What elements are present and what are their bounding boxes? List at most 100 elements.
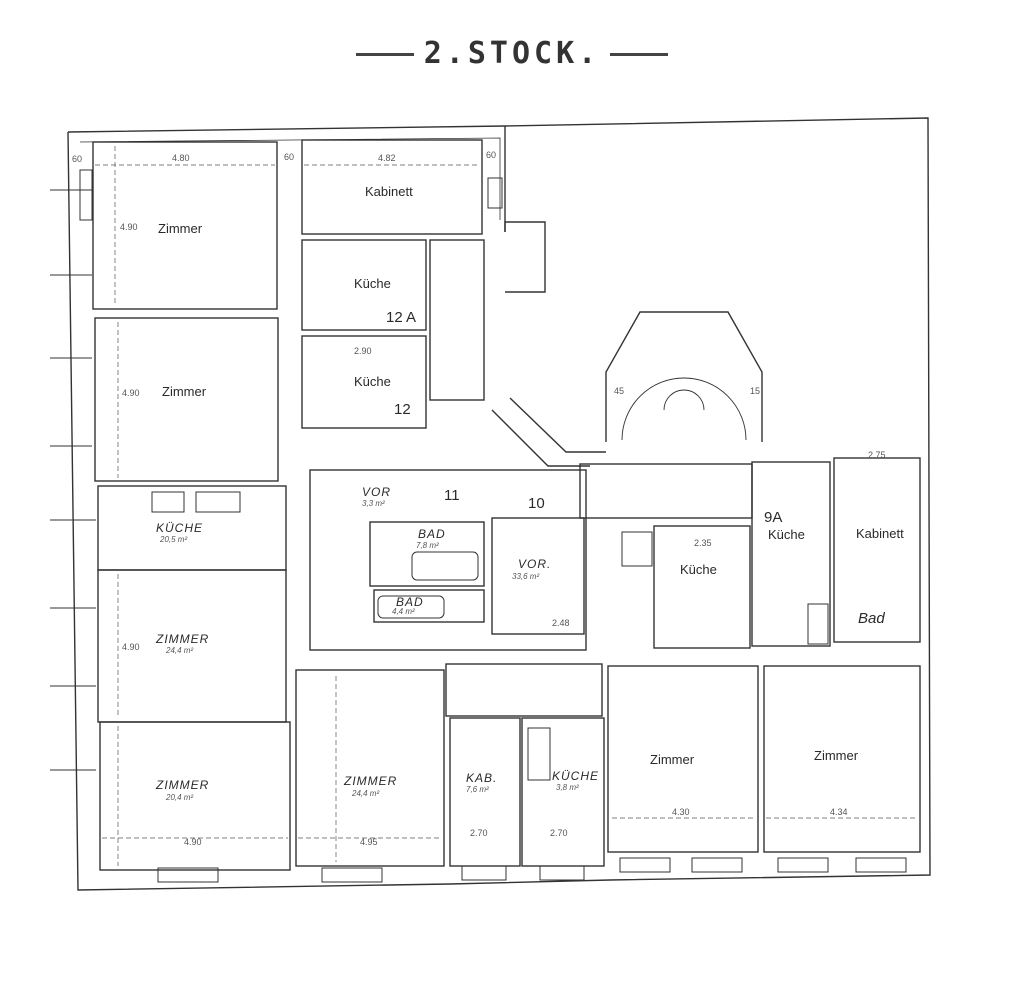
counter-icon xyxy=(807,603,829,645)
stair-arc xyxy=(621,377,747,441)
area-zimmer-s1: 24,4 m² xyxy=(351,789,379,798)
wall-kueche-12a xyxy=(301,239,427,331)
wall-kabinett-e xyxy=(833,457,921,643)
wall-diagonal-corridor-2 xyxy=(509,397,606,453)
wall-vor-b xyxy=(491,517,585,635)
room-label-bad-1: BAD xyxy=(418,527,446,541)
room-label-vor-b: VOR. xyxy=(518,557,551,571)
wall-stair-tower xyxy=(605,311,763,442)
wall-zimmer-w2 xyxy=(99,721,291,871)
room-label-zimmer-s2: Zimmer xyxy=(650,752,695,767)
wall-kueche-9a xyxy=(751,461,831,647)
wall-diagonal-corridor xyxy=(491,409,590,467)
wall-zimmer-s3 xyxy=(763,665,921,853)
title-rule-right xyxy=(610,53,669,56)
wall-kueche-12 xyxy=(301,335,427,429)
room-label-kueche-12: Küche xyxy=(354,374,391,389)
dim-482: 4.82 xyxy=(378,153,396,163)
area-vor-a: 3,3 m² xyxy=(362,499,385,508)
stove-icon xyxy=(151,491,185,513)
floor-title-text: 2.STOCK. xyxy=(423,36,601,71)
room-labels: Zimmer Kabinett Küche 12 A Zimmer Küche … xyxy=(155,184,904,802)
area-bad-2: 4,4 m² xyxy=(392,607,415,616)
wall-shaft xyxy=(429,239,485,401)
wall-bad-1 xyxy=(369,521,485,587)
room-label-vor-a: VOR xyxy=(362,485,391,499)
dim-270b: 2.70 xyxy=(550,828,568,838)
outer-wall xyxy=(67,117,931,891)
dim-235: 2.35 xyxy=(694,538,712,548)
dim-490b: 4.90 xyxy=(122,388,140,398)
stove-icon-2 xyxy=(195,491,241,513)
room-label-bad-e: Bad xyxy=(858,610,885,627)
room-label-kab-s: KAB. xyxy=(466,771,497,785)
wall-bad-2 xyxy=(373,589,485,623)
bathtub-icon-2 xyxy=(377,595,445,619)
dim-480: 4.80 xyxy=(172,153,190,163)
fixtures xyxy=(151,491,829,781)
stair-arc-inner xyxy=(663,389,705,411)
outer-wall-inner xyxy=(79,137,501,220)
room-label-zimmer-nw2: Zimmer xyxy=(162,384,207,399)
area-kab-s: 7,6 m² xyxy=(466,785,489,794)
stove-icon-3 xyxy=(621,531,653,567)
dim-60c: 60 xyxy=(486,150,496,160)
dim-490d: 4.90 xyxy=(184,837,202,847)
cabinet-icon xyxy=(527,727,551,781)
room-label-zimmer-w1: ZIMMER xyxy=(155,632,209,646)
wall-bay xyxy=(504,221,546,293)
wall-zimmer-nw2 xyxy=(94,317,279,482)
unit-label-9a: 9A xyxy=(764,509,782,526)
room-label-zimmer-w2: ZIMMER xyxy=(155,778,209,792)
room-label-bad-2: BAD xyxy=(396,595,424,609)
unit-label-12: 12 xyxy=(394,401,411,418)
unit-label-12a: 12 A xyxy=(386,309,416,326)
wall-zimmer-s1 xyxy=(295,669,445,867)
room-label-kueche-9a: Küche xyxy=(768,527,805,542)
wall-kueche-mid xyxy=(653,525,751,649)
area-vor-b: 33,6 m² xyxy=(512,572,539,581)
dim-490a: 4.90 xyxy=(120,222,138,232)
wall-mid-top xyxy=(579,463,753,519)
dim-490c: 4.90 xyxy=(122,642,140,652)
room-label-kabinett-n: Kabinett xyxy=(365,184,413,199)
area-zimmer-w2: 20,4 m² xyxy=(165,793,193,802)
dimension-lines xyxy=(95,146,918,866)
dim-430: 4.30 xyxy=(672,807,690,817)
unit-label-11: 11 xyxy=(444,487,460,504)
room-label-zimmer-s3: Zimmer xyxy=(814,748,859,763)
dim-15: 15 xyxy=(750,386,760,396)
wall-kueche-s xyxy=(521,717,605,867)
dim-275: 2.75 xyxy=(868,450,886,460)
area-kueche-w: 20,5 m² xyxy=(159,535,187,544)
title-rule-left xyxy=(355,53,414,56)
wall-zimmer-nw1 xyxy=(92,141,278,310)
wall-zimmer-s2 xyxy=(607,665,759,853)
dim-434: 4.34 xyxy=(830,807,848,817)
windows xyxy=(50,169,907,883)
bathtub-icon xyxy=(411,551,479,581)
area-zimmer-w1: 24,4 m² xyxy=(165,646,193,655)
room-label-kabinett-e: Kabinett xyxy=(856,526,904,541)
dim-60b: 60 xyxy=(284,152,294,162)
floor-title: 2.STOCK. xyxy=(0,36,1024,71)
dim-270a: 2.70 xyxy=(470,828,488,838)
area-bad-1: 7,8 m² xyxy=(416,541,439,550)
dim-248: 2.48 xyxy=(552,618,570,628)
dim-60a: 60 xyxy=(72,154,82,164)
dim-495: 4.95 xyxy=(360,837,378,847)
wall-center-block xyxy=(309,469,587,651)
dimension-labels: 4.80 4.82 60 60 60 4.90 4.90 4.90 4.90 4… xyxy=(72,150,886,847)
room-label-kueche-mid: Küche xyxy=(680,562,717,577)
wall-kabinett-n xyxy=(301,139,483,235)
room-label-kueche-12a: Küche xyxy=(354,276,391,291)
dim-290: 2.90 xyxy=(354,346,372,356)
wall-hall-s xyxy=(445,663,603,717)
room-label-zimmer-s1: ZIMMER xyxy=(343,774,397,788)
area-kueche-s: 3,8 m² xyxy=(556,783,579,792)
room-label-zimmer-nw1: Zimmer xyxy=(158,221,203,236)
dim-45: 45 xyxy=(614,386,624,396)
room-label-kueche-s: KÜCHE xyxy=(552,769,599,783)
room-label-kueche-w: KÜCHE xyxy=(156,521,203,535)
